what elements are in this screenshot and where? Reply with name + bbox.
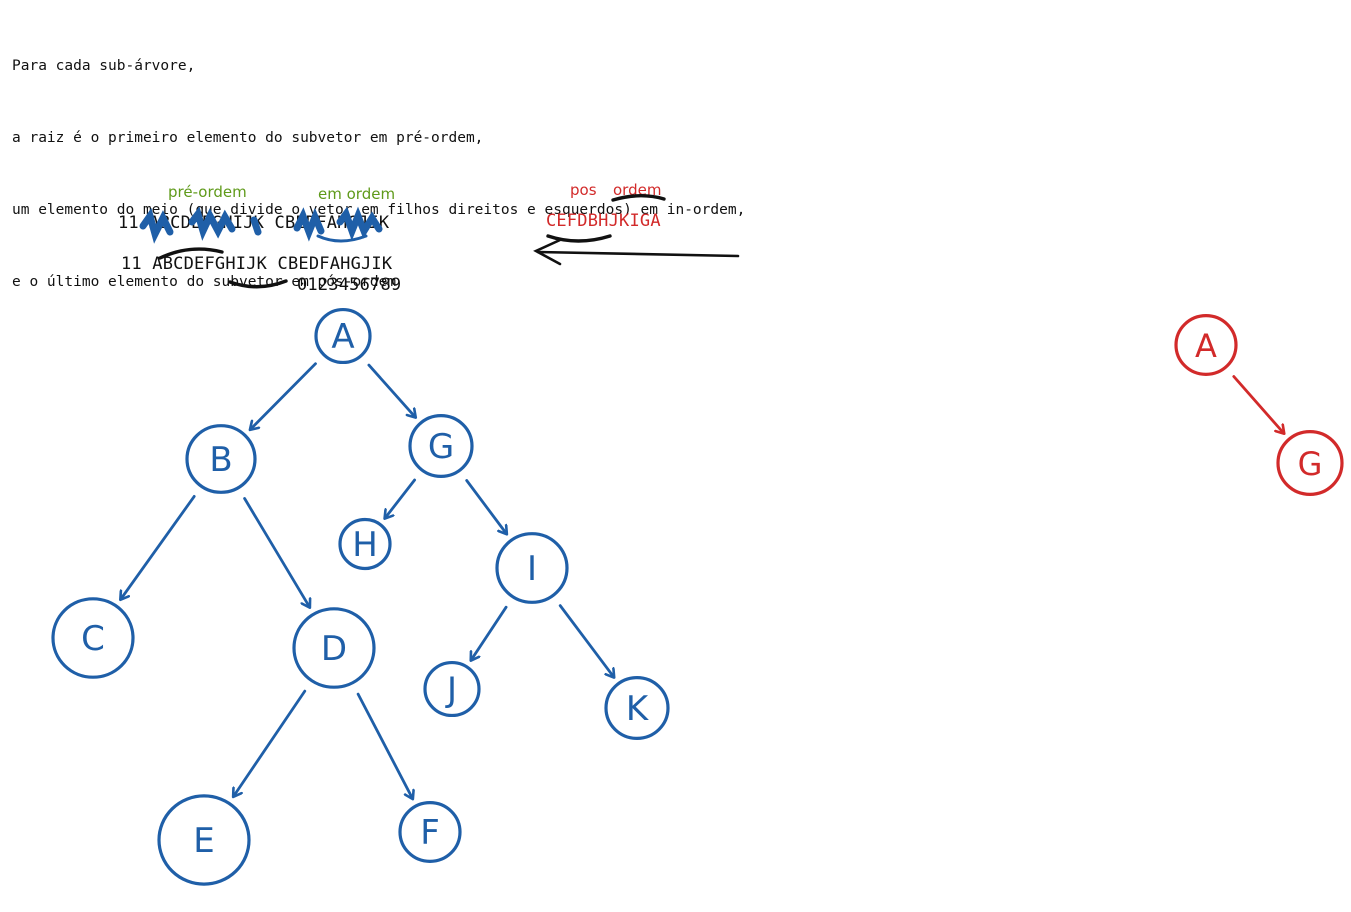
red-tree-edges [1232, 375, 1284, 434]
postorder-sequence: CEFDBHJKIGA [546, 211, 661, 231]
index-row: 0123456789 [297, 275, 402, 295]
tree-nodes: A B G C D H I J K E F [51, 307, 670, 886]
tree-node-label: G [428, 427, 454, 467]
tree-node-label: E [193, 821, 214, 861]
tree-node-F: F [398, 800, 462, 863]
tree-node-G: G [408, 414, 474, 478]
tree-node-circle [185, 424, 257, 494]
red-tree-node-A: A [1174, 314, 1238, 377]
scribble-marks [139, 206, 383, 244]
tree-node-label: A [331, 317, 354, 357]
tree-edge-B-D [243, 497, 310, 607]
tree-node-circle [292, 607, 376, 689]
sequence-row-2: 11 ABCDEFGHIJK CBEDFAHGJIK [121, 254, 393, 274]
tree-edge-G-H [385, 478, 416, 518]
red-tree-node-label: A [1195, 327, 1217, 365]
tree-node-E: E [157, 794, 251, 886]
tree-edge-I-J [471, 605, 508, 660]
intro-line: Para cada sub-árvore, [12, 58, 196, 74]
tree-node-K: K [604, 676, 670, 740]
tree-node-B: B [185, 424, 257, 494]
underline-marks [158, 194, 666, 289]
preorder-header: pré-ordem [168, 183, 247, 201]
tree-node-circle [604, 676, 670, 740]
postorder-header-pos: pos [570, 181, 597, 199]
tree-node-circle [423, 660, 481, 718]
tree-node-D: D [292, 607, 376, 689]
tree-edge-I-K [558, 604, 613, 677]
tree-node-label: H [352, 525, 378, 565]
red-tree-node-G: G [1276, 430, 1344, 496]
tree-node-circle [157, 794, 251, 886]
tree-node-C: C [51, 597, 135, 679]
red-tree-node-circle [1276, 430, 1344, 496]
tree-node-J: J [423, 660, 481, 718]
intro-text: Para cada sub-árvore, a raiz é o primeir… [12, 6, 745, 318]
tree-edges [121, 362, 614, 799]
tree-edge-A-B [251, 362, 317, 430]
red-tree-node-circle [1174, 314, 1238, 377]
tree-node-label: J [445, 670, 457, 710]
intro-line: e o último elemento do subvetor em pós-o… [12, 274, 397, 290]
left-arrow [533, 238, 740, 266]
tree-node-I: I [495, 532, 569, 604]
tree-node-H: H [338, 517, 392, 571]
tree-node-circle [338, 517, 392, 571]
tree-node-circle [495, 532, 569, 604]
tree-node-label: C [81, 619, 105, 659]
tree-node-circle [314, 307, 372, 365]
tree-edge-A-G [367, 363, 415, 417]
tree-node-label: K [626, 689, 650, 729]
tree-node-label: B [209, 440, 232, 480]
red-tree-edge-A-G [1232, 375, 1284, 434]
tree-edge-D-E [234, 689, 307, 796]
tree-node-label: I [527, 549, 537, 589]
intro-line: a raiz é o primeiro elemento do subvetor… [12, 130, 484, 146]
tree-node-circle [398, 800, 462, 863]
red-tree-node-label: G [1298, 445, 1323, 483]
red-tree-nodes: AG [1174, 314, 1344, 496]
tree-node-label: D [321, 629, 347, 669]
tree-node-circle [408, 414, 474, 478]
tree-node-A: A [314, 307, 372, 365]
inorder-header: em ordem [318, 185, 396, 203]
tree-edge-D-F [356, 692, 412, 798]
tree-node-circle [51, 597, 135, 679]
tree-edge-B-C [121, 495, 196, 599]
tree-node-label: F [420, 813, 440, 853]
tree-edge-G-I [465, 479, 507, 534]
intro-line: um elemento do meio (que divide o vetor … [12, 202, 746, 218]
